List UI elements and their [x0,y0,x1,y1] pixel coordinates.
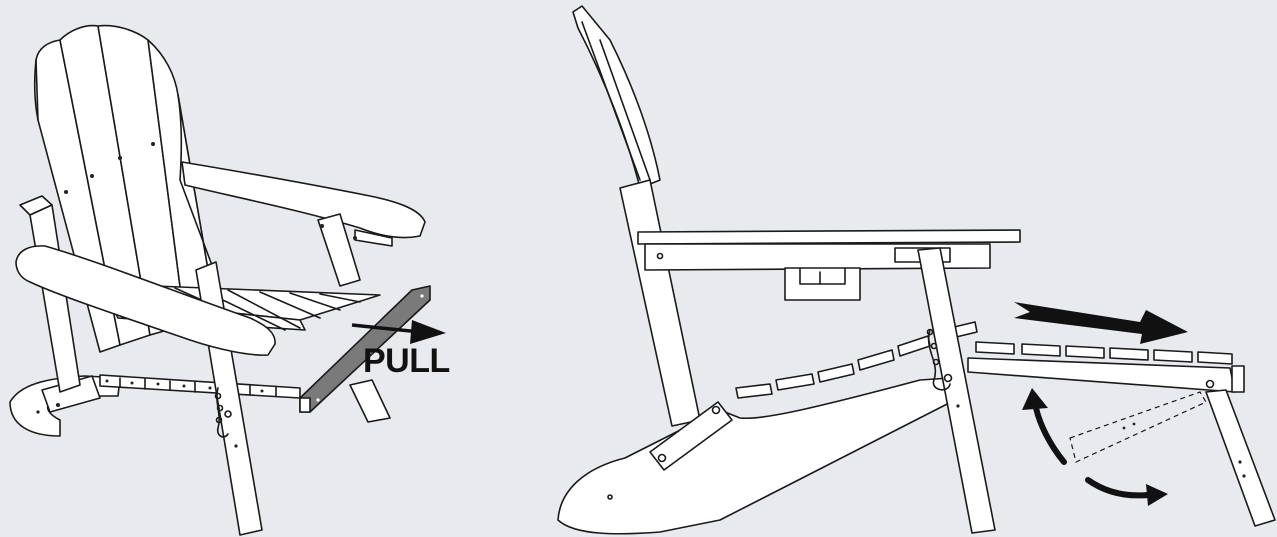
folded-footrest-outline [1069,391,1207,463]
swing-arrow-icon [1022,388,1168,506]
slide-out-arrow-icon [1014,302,1188,344]
pull-arrow-icon [351,320,446,344]
pull-instruction-label: PULL [363,342,450,380]
